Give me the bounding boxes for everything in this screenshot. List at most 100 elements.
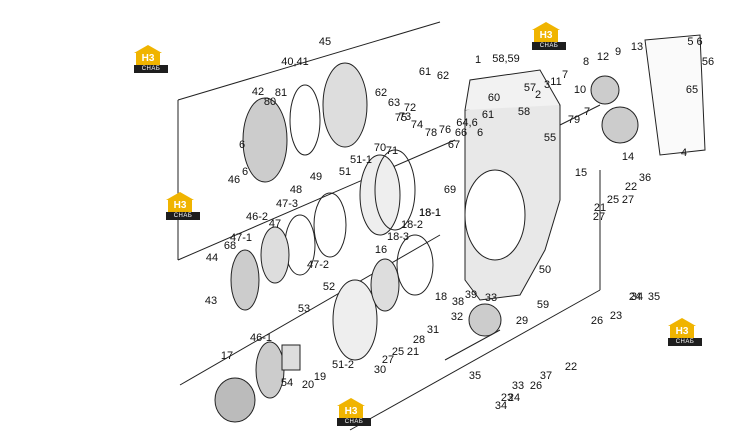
gear-14 <box>601 106 639 144</box>
callout-label: 18-3 <box>386 231 410 243</box>
callout-label: 51 <box>338 166 352 178</box>
logo-brand-text: СНАБ <box>337 418 371 426</box>
callout-label: 26 <box>529 380 543 392</box>
callout-label: 17 <box>220 350 234 362</box>
callout-label: 62 <box>374 87 388 99</box>
callout-label: 21 <box>593 202 607 214</box>
callout-label: 5 6 <box>687 36 703 48</box>
callout-label: 6 <box>476 127 484 139</box>
callout-label: 60 <box>487 92 501 104</box>
callout-label: 14 <box>621 151 635 163</box>
callout-label: 33 <box>484 292 498 304</box>
clutch-49 <box>359 154 401 236</box>
clutch-51-1 <box>332 279 378 361</box>
callout-label: 46-1 <box>249 332 273 344</box>
clutch-50 <box>374 149 416 231</box>
callout-label: 81 <box>274 87 288 99</box>
logo-letters: H3 <box>136 53 160 65</box>
callout-label: 45 <box>318 36 332 48</box>
callout-label: 27 <box>621 194 635 206</box>
shaft-29 <box>444 329 501 361</box>
callout-label: 42 <box>251 86 265 98</box>
callout-label: 33 <box>511 380 525 392</box>
callout-label: 27 <box>592 211 606 223</box>
cover-plate <box>644 34 706 156</box>
ring-38 <box>289 84 321 156</box>
panel-line <box>179 234 441 386</box>
callout-label: 18-1 <box>418 207 442 219</box>
callout-label: 36 <box>638 172 652 184</box>
callout-label: 46-2 <box>245 211 269 223</box>
callout-label: 69 <box>443 184 457 196</box>
callout-label: 28 <box>412 334 426 346</box>
callout-label: 54 <box>280 377 294 389</box>
callout-label: 26 <box>590 315 604 327</box>
callout-label: 4 <box>680 147 688 159</box>
callout-label: 57 <box>523 82 537 94</box>
callout-label: 34 <box>630 291 644 303</box>
callout-label: 9 <box>614 46 622 58</box>
callout-label: 56 <box>701 56 715 68</box>
callout-label: 25 <box>606 194 620 206</box>
callout-label: 71 <box>385 145 399 157</box>
logo-brand-text: СНАБ <box>166 212 200 220</box>
callout-label: 7 <box>583 106 591 118</box>
callout-label: 23 <box>609 310 623 322</box>
callout-label: 20 <box>301 379 315 391</box>
callout-label: 18-2 <box>400 219 424 231</box>
logo-brand-text: СНАБ <box>668 338 702 346</box>
callout-label: 15 <box>574 167 588 179</box>
callout-label: 1 <box>474 54 482 66</box>
callout-label: 58 <box>517 106 531 118</box>
callout-label: 48 <box>289 184 303 196</box>
callout-label: 47-2 <box>306 259 330 271</box>
callout-label: 59 <box>536 299 550 311</box>
callout-label: 23 <box>500 392 514 404</box>
hub-17 <box>214 377 256 423</box>
callout-label: 2 <box>534 89 542 101</box>
callout-label: 21 <box>406 346 420 358</box>
callout-label: 55 <box>543 132 557 144</box>
callout-label: 51-1 <box>349 154 373 166</box>
callout-label: 72 <box>403 102 417 114</box>
callout-label: 10 <box>573 84 587 96</box>
callout-label: 8 <box>582 56 590 68</box>
callout-label: 12 <box>596 51 610 63</box>
callout-label: 18-1 <box>418 207 442 219</box>
callout-label: 64,6 <box>456 117 478 129</box>
callout-label: 37 <box>539 370 553 382</box>
callout-label: 51-2 <box>331 359 355 371</box>
callout-label: 52 <box>322 281 336 293</box>
callout-label: 35 <box>468 370 482 382</box>
callout-label: 43 <box>204 295 218 307</box>
callout-label: 3 <box>543 79 551 91</box>
callout-label: 53 <box>297 303 311 315</box>
callout-label: 66 <box>454 127 468 139</box>
logo-brand-text: СНАБ <box>134 65 168 73</box>
callout-label: 58,59 <box>492 53 520 65</box>
callout-label: 34 <box>494 400 508 412</box>
callout-label: 62 <box>436 70 450 82</box>
callout-label: 47 <box>268 218 282 230</box>
callout-label: 31 <box>426 324 440 336</box>
panel-line <box>177 21 441 101</box>
callout-label: 40,41 <box>281 56 309 68</box>
callout-label: 16 <box>374 244 388 256</box>
callout-label: 24 <box>507 392 521 404</box>
callout-label: 30 <box>373 364 387 376</box>
logo-letters: H3 <box>534 30 558 42</box>
callout-label: 25 <box>391 346 405 358</box>
callout-label: 22 <box>564 361 578 373</box>
panel-line <box>349 289 601 431</box>
logo-letters: H3 <box>670 326 694 338</box>
callout-label: 27 <box>381 354 395 366</box>
callout-label: 6 <box>238 139 246 151</box>
callout-label: 24 <box>628 291 642 303</box>
callout-label: 22 <box>624 181 638 193</box>
gear-12 <box>590 75 620 105</box>
callout-label: 18 <box>434 291 448 303</box>
